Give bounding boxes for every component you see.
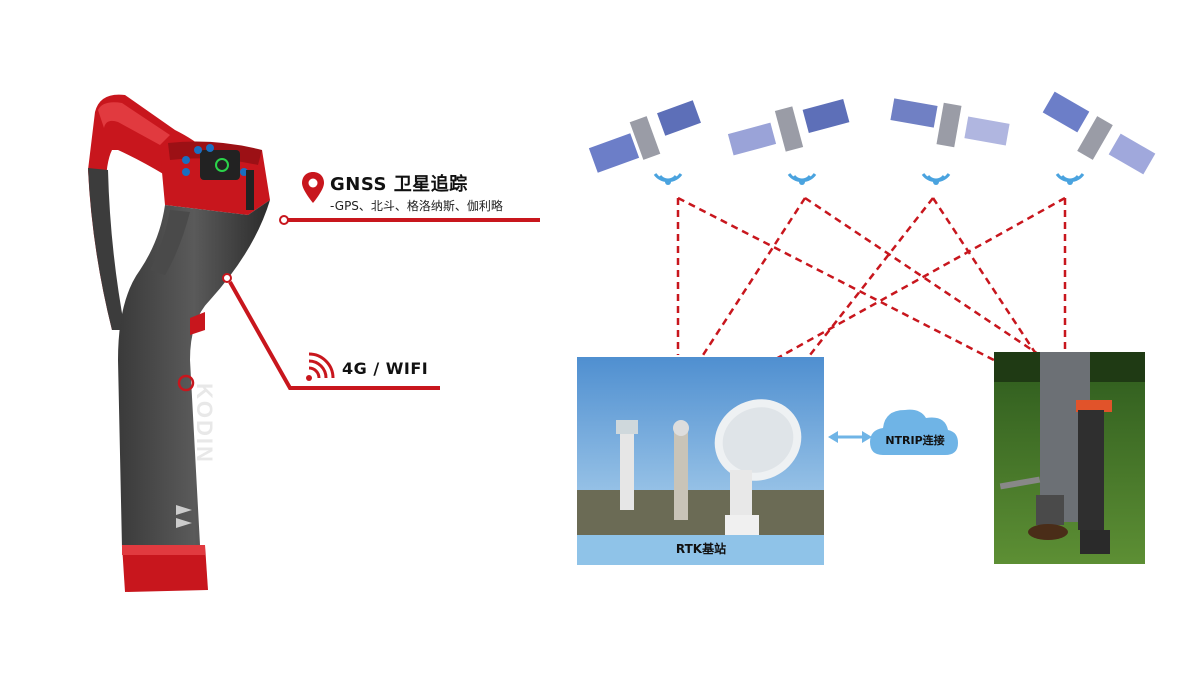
- satellite-2-icon: [727, 98, 850, 156]
- location-pin-icon: [302, 172, 324, 203]
- device-brand-logo: KODIN: [192, 383, 217, 464]
- satellite-3-icon: [890, 98, 1010, 148]
- callout-lines: [222, 215, 540, 390]
- connectivity-label: 4G / WIFI: [342, 359, 429, 378]
- satellite-signal-icons: [653, 173, 1085, 185]
- signal-icon: [306, 352, 335, 381]
- bidirectional-arrow-icon: [828, 431, 872, 443]
- rtk-base-station-label: RTK基站: [675, 542, 727, 556]
- gnss-feature-title: GNSS 卫星追踪: [330, 174, 468, 195]
- locator-device: [88, 94, 270, 592]
- ntrip-cloud-icon: [870, 409, 958, 455]
- field-usage-photo: [994, 352, 1145, 564]
- satellite-1-icon: [588, 100, 701, 173]
- ntrip-connection-label: NTRIP连接: [885, 434, 945, 447]
- rtk-base-station-photo: [577, 357, 824, 565]
- gnss-feature-subtitle: -GPS、北斗、格洛纳斯、伽利略: [330, 199, 503, 213]
- satellite-4-icon: [1042, 91, 1156, 175]
